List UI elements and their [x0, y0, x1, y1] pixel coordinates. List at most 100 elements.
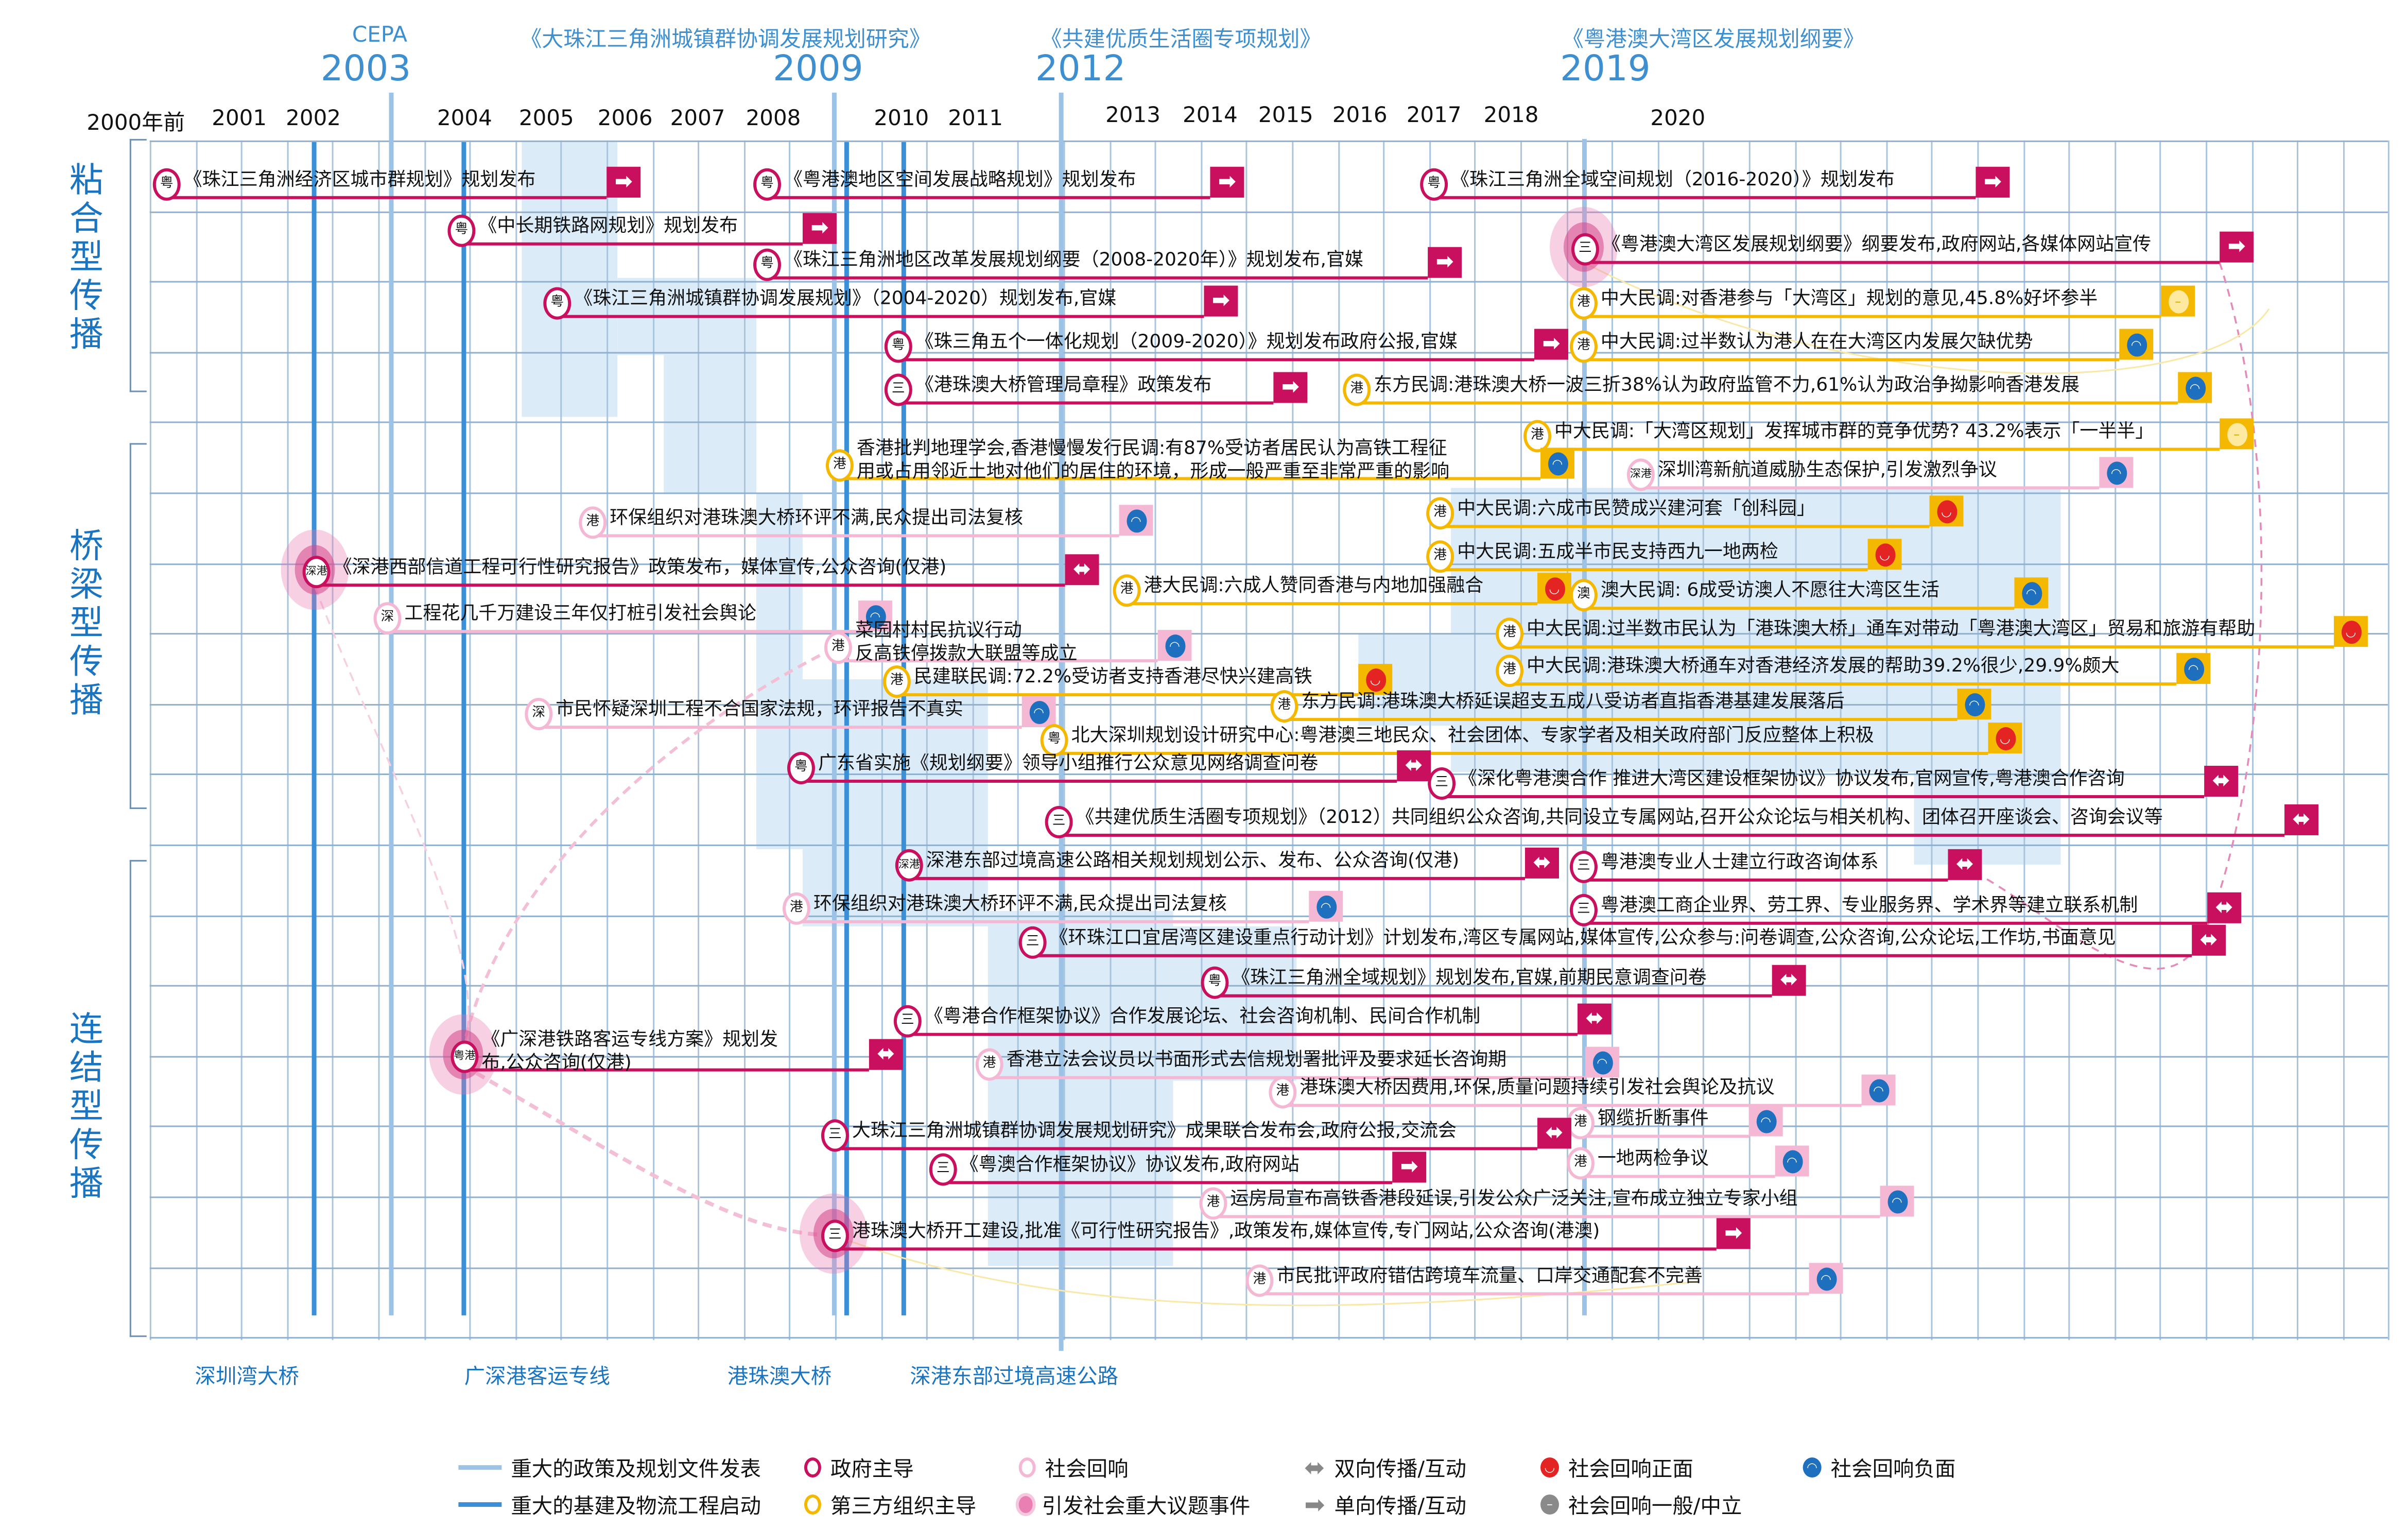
region-badge: 粤 [884, 330, 912, 363]
event-text: 《环珠江口宜居湾区建设重点行动计划》计划发布,湾区专属网站,媒体宣传,公众参与:… [1049, 926, 2116, 948]
legend-label: 重大的政策及规划文件发表 [511, 1457, 761, 1483]
right-arrow-icon: ➡ [1983, 169, 2002, 195]
right-arrow-button[interactable]: ➡ [1428, 247, 1462, 278]
right-arrow-button[interactable]: ➡ [802, 213, 837, 244]
double-arrow-button[interactable]: ⬌ [1537, 1118, 1571, 1149]
double-arrow-button[interactable]: ⬌ [2284, 804, 2318, 835]
double-arrow-button[interactable]: ⬌ [1065, 554, 1099, 586]
double-arrow-button[interactable]: ⬌ [1397, 750, 1431, 781]
neg-face-icon: ◠ [1547, 451, 1568, 475]
event-item: 粤《中长期铁路网规划》规划发布➡ [447, 213, 837, 260]
region-badge: 港 [1343, 373, 1371, 406]
double-arrow-button[interactable]: ⬌ [2207, 892, 2242, 923]
right-arrow-button[interactable]: ➡ [1210, 166, 1244, 198]
event-item: 港港珠澳大桥因费用,环保,质量问题持续引发社会舆论及抗议◠ [1269, 1074, 1896, 1121]
grid-vline [2023, 140, 2025, 1340]
event-text: 中大民调:过半数认为港人在在大湾区内发展欠缺优势 [1600, 330, 2033, 352]
right-arrow-button[interactable]: ➡ [1716, 1218, 1751, 1249]
event-text: 广东省实施《规划纲要》领导小组推行公众意见网络调查问卷 [818, 752, 1319, 773]
event-item: 三粤港澳专业人士建立行政咨询体系 ⬌ [1569, 849, 1982, 896]
gov-circle-icon [804, 1456, 821, 1477]
event-item: 港钢缆折断事件◠ [1566, 1105, 1783, 1152]
event-text: 深港东部过境高速公路相关规划规划公示、发布、公众咨询(仅港) [926, 849, 1460, 871]
event-connector-line [766, 276, 1428, 280]
right-arrow-icon: ➡ [614, 169, 633, 195]
double-arrow-button[interactable]: ⬌ [2204, 766, 2239, 797]
neg-face-icon: ◠ [2119, 329, 2154, 360]
grid-vline [1383, 140, 1385, 1340]
milestone-title: 《粤港澳大湾区发展规划纲要》 [1562, 27, 1865, 53]
policy-milestone-line [1058, 92, 1063, 1351]
event-item: 粤《珠江三角洲经济区城市群规划》规划发布➡ [152, 166, 641, 213]
double-arrow-button[interactable]: ⬌ [1577, 1003, 1612, 1035]
neg-face-icon: ◠ [1029, 700, 1049, 724]
region-badge: 港 [824, 631, 852, 664]
legend-construction-line: 重大的基建及物流工程启动 [458, 1488, 761, 1519]
region-badge: 深港 [302, 556, 331, 589]
region-badge: 三 [1569, 850, 1598, 883]
neg-face-icon: ◠ [1868, 1078, 1889, 1102]
grid-vline [149, 140, 151, 1340]
event-text: 一地两检争议 [1597, 1147, 1709, 1169]
event-item: 粤《珠江三角洲全域规划》规划发布,官媒,前期民意调查问卷⬌ [1201, 965, 1806, 1011]
grid-vline [743, 140, 746, 1340]
event-connector-line [1281, 1104, 1862, 1107]
double-arrow-icon: ⬌ [1533, 850, 1551, 875]
neg-face-icon: ◠ [858, 600, 892, 632]
event-connector-line [1211, 1215, 1880, 1218]
right-arrow-button[interactable]: ➡ [2220, 231, 2254, 263]
event-text: 《珠江三角洲城镇群协调发展规划》（2004-2020）规划发布,官媒 [574, 287, 1117, 309]
event-connector-line [1057, 833, 2285, 837]
event-connector-line [896, 401, 1274, 405]
event-text: 粤港澳专业人士建立行政咨询体系 [1600, 850, 1879, 872]
right-arrow-button[interactable]: ➡ [607, 166, 641, 198]
neg-face-icon: ◠ [2176, 653, 2211, 684]
region-badge: 港 [1569, 330, 1598, 363]
region-badge: 港 [1426, 540, 1454, 573]
double-arrow-icon: ⬌ [2215, 895, 2233, 920]
legend-policy-line: 重大的政策及规划文件发表 [458, 1451, 761, 1482]
legend-social: 社会回响 [1018, 1451, 1129, 1482]
neg-face-icon: ◠ [1775, 1145, 1809, 1177]
double-arrow-button[interactable]: ⬌ [1772, 965, 1806, 996]
double-arrow-button[interactable]: ⬌ [1948, 849, 1982, 880]
double-arrow-button[interactable]: ⬌ [869, 1039, 903, 1070]
section-bracket [129, 443, 147, 809]
event-connector-line [1125, 602, 1538, 606]
right-arrow-button[interactable]: ➡ [1392, 1151, 1427, 1183]
double-arrow-icon: ⬌ [1545, 1121, 1564, 1146]
double-arrow-icon: ⬌ [877, 1042, 895, 1067]
legend-single: ➡单向传播/互动 [1304, 1488, 1466, 1519]
right-arrow-button[interactable]: ➡ [1273, 372, 1308, 403]
event-item: 港中大民调:六成市民赞成兴建河套「创科园」◡ [1426, 495, 1964, 542]
grid-hline [149, 703, 2388, 706]
legend-neg: ◠社会回响负面 [1803, 1451, 1955, 1482]
event-text: 菜园村村民抗议行动 [855, 619, 1022, 641]
event-item: 粤港《广深港铁路客运专线方案》规划发布,公众咨询(仅港)⬌ [451, 1028, 903, 1086]
right-arrow-button[interactable]: ➡ [1976, 166, 2010, 198]
event-text: 港大民调:六成人赞同香港与内地加强融合 [1144, 574, 1484, 596]
right-arrow-icon: ➡ [1281, 375, 1300, 400]
event-item: 港东方民调:港珠澳大桥延误超支五成八受访者直指香港基建发展落后◠ [1270, 689, 1991, 735]
pos-face-icon: ◡ [1875, 542, 1895, 566]
shade-block [1173, 926, 1297, 1081]
neutral-face-icon: – [2220, 418, 2254, 450]
event-connector-line [794, 920, 1309, 923]
double-arrow-icon: ⬌ [2199, 927, 2218, 953]
neutral-face-icon: – [2161, 285, 2195, 317]
grid-vline [1520, 140, 1522, 1340]
neg-face-icon: ◠ [1957, 689, 1991, 720]
right-arrow-button[interactable]: ➡ [1204, 285, 1238, 317]
right-arrow-button[interactable]: ➡ [1534, 329, 1568, 360]
grid-vline [1703, 140, 1705, 1340]
event-text: 环保组织对港珠澳大桥环评不满,民众提出司法复核 [610, 506, 1024, 528]
neg-face-icon: ◠ [1748, 1105, 1783, 1137]
shade-block [522, 142, 618, 417]
event-text: 《粤港澳大湾区发展规划纲要》纲要发布,政府网站,各媒体网站宣传 [1602, 233, 2152, 255]
region-badge: 粤 [787, 752, 815, 784]
event-connector-line [386, 630, 858, 633]
region-badge: 港 [825, 449, 854, 482]
double-arrow-button[interactable]: ⬌ [2192, 924, 2226, 956]
double-arrow-button[interactable]: ⬌ [1525, 847, 1559, 879]
year-label: 2002 [286, 106, 341, 131]
